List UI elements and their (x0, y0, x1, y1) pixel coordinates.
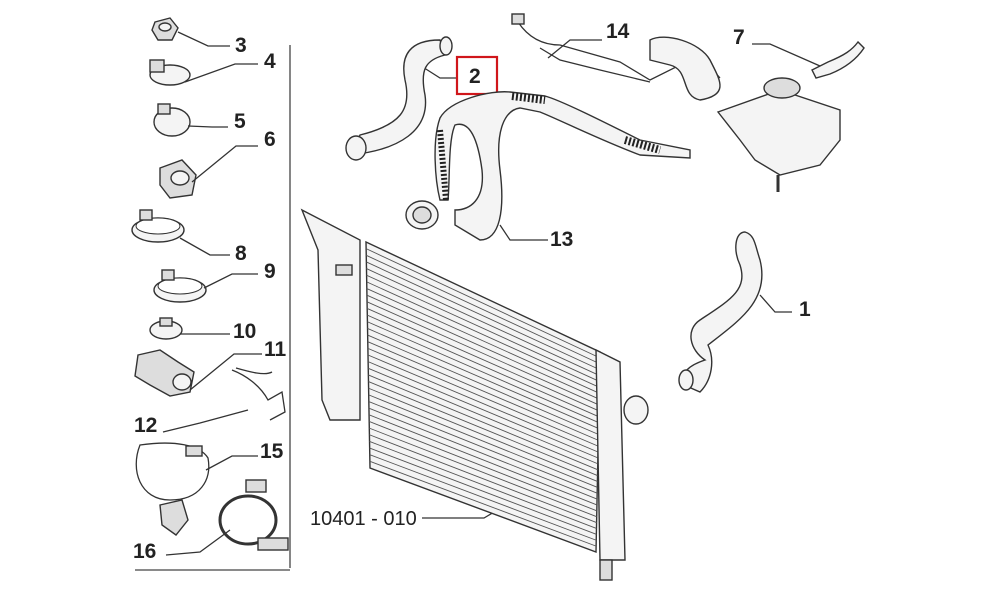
radiator-fin (367, 361, 599, 459)
part-6-bracket[interactable] (159, 159, 197, 199)
radiator-fin (366, 261, 600, 371)
radiator-fin (367, 314, 599, 418)
radiator-fin (368, 367, 598, 465)
radiator-fin (366, 301, 600, 406)
radiator-fin (367, 321, 599, 424)
highlight-box (455, 55, 499, 96)
radiator-fin (366, 294, 600, 400)
radiator-fins (365, 248, 601, 547)
radiator-fin (369, 434, 597, 524)
radiator-fin (368, 387, 598, 482)
radiator-fin (368, 381, 598, 476)
radiator-fin (369, 447, 597, 535)
radiator-fin (366, 254, 600, 365)
part-5-clamp[interactable] (153, 103, 191, 137)
part-16-clamp[interactable] (159, 479, 289, 551)
radiator-fin (367, 334, 599, 435)
callout-labels: 3 4 5 6 8 9 10 11 12 15 16 2 14 7 13 1 1… (133, 20, 811, 563)
label-part-2[interactable]: 2 (469, 65, 481, 88)
part-2-hose[interactable] (348, 39, 446, 156)
radiator-fin (367, 341, 599, 441)
radiator-fin (366, 308, 600, 412)
label-part-5: 5 (234, 110, 246, 133)
radiator-fin (369, 454, 597, 541)
label-part-14: 14 (606, 20, 630, 43)
label-part-6: 6 (264, 128, 276, 151)
radiator-fin (368, 414, 598, 506)
radiator-fin (368, 394, 598, 488)
label-part-11: 11 (264, 338, 287, 361)
radiator-fin (365, 248, 601, 359)
part-9-clamp[interactable] (153, 269, 207, 303)
part-4-clamp[interactable] (149, 59, 191, 86)
label-part-15: 15 (260, 440, 284, 463)
part-15-clamp[interactable] (135, 442, 210, 501)
part-2-hose-end (345, 135, 367, 161)
radiator-assembly[interactable] (300, 208, 649, 581)
radiator-fin (369, 460, 597, 547)
part-12-bracket[interactable] (134, 349, 195, 397)
label-part-8: 8 (235, 242, 247, 265)
label-part-10: 10 (233, 320, 256, 343)
radiator-fin (369, 440, 597, 529)
part-3-nut[interactable] (151, 17, 179, 41)
label-part-7: 7 (733, 26, 745, 49)
radiator-fin (368, 401, 598, 494)
part-10-clamp[interactable] (149, 317, 183, 340)
label-radiator: 10401 - 010 (310, 508, 417, 530)
part-8-clamp[interactable] (131, 209, 185, 243)
radiator-fin (368, 374, 598, 471)
label-part-16: 16 (133, 540, 156, 563)
label-part-4: 4 (264, 50, 276, 73)
part-1-hose-end (678, 369, 694, 391)
radiator-fin (366, 281, 600, 388)
radiator-fin (366, 274, 600, 382)
label-part-13: 13 (550, 228, 573, 251)
label-part-9: 9 (264, 260, 276, 283)
radiator-fin (368, 407, 598, 500)
label-part-12: 12 (134, 414, 157, 437)
label-part-3: 3 (235, 34, 247, 57)
radiator-fin (367, 347, 599, 447)
part-7-expansion-tank[interactable] (716, 40, 865, 192)
part-11-clamp[interactable] (231, 367, 286, 421)
part-1-hose[interactable] (682, 231, 763, 393)
radiator-fin (367, 327, 599, 429)
part-13-hose[interactable] (405, 91, 691, 241)
radiator-fin (369, 421, 597, 512)
radiator-fin (369, 427, 597, 518)
part-14-pipe[interactable] (511, 13, 721, 101)
label-part-1: 1 (799, 298, 811, 321)
radiator-fin (367, 354, 599, 453)
radiator-fin (366, 288, 600, 394)
radiator-fin (366, 268, 600, 376)
part-2-hose-end (439, 36, 453, 56)
